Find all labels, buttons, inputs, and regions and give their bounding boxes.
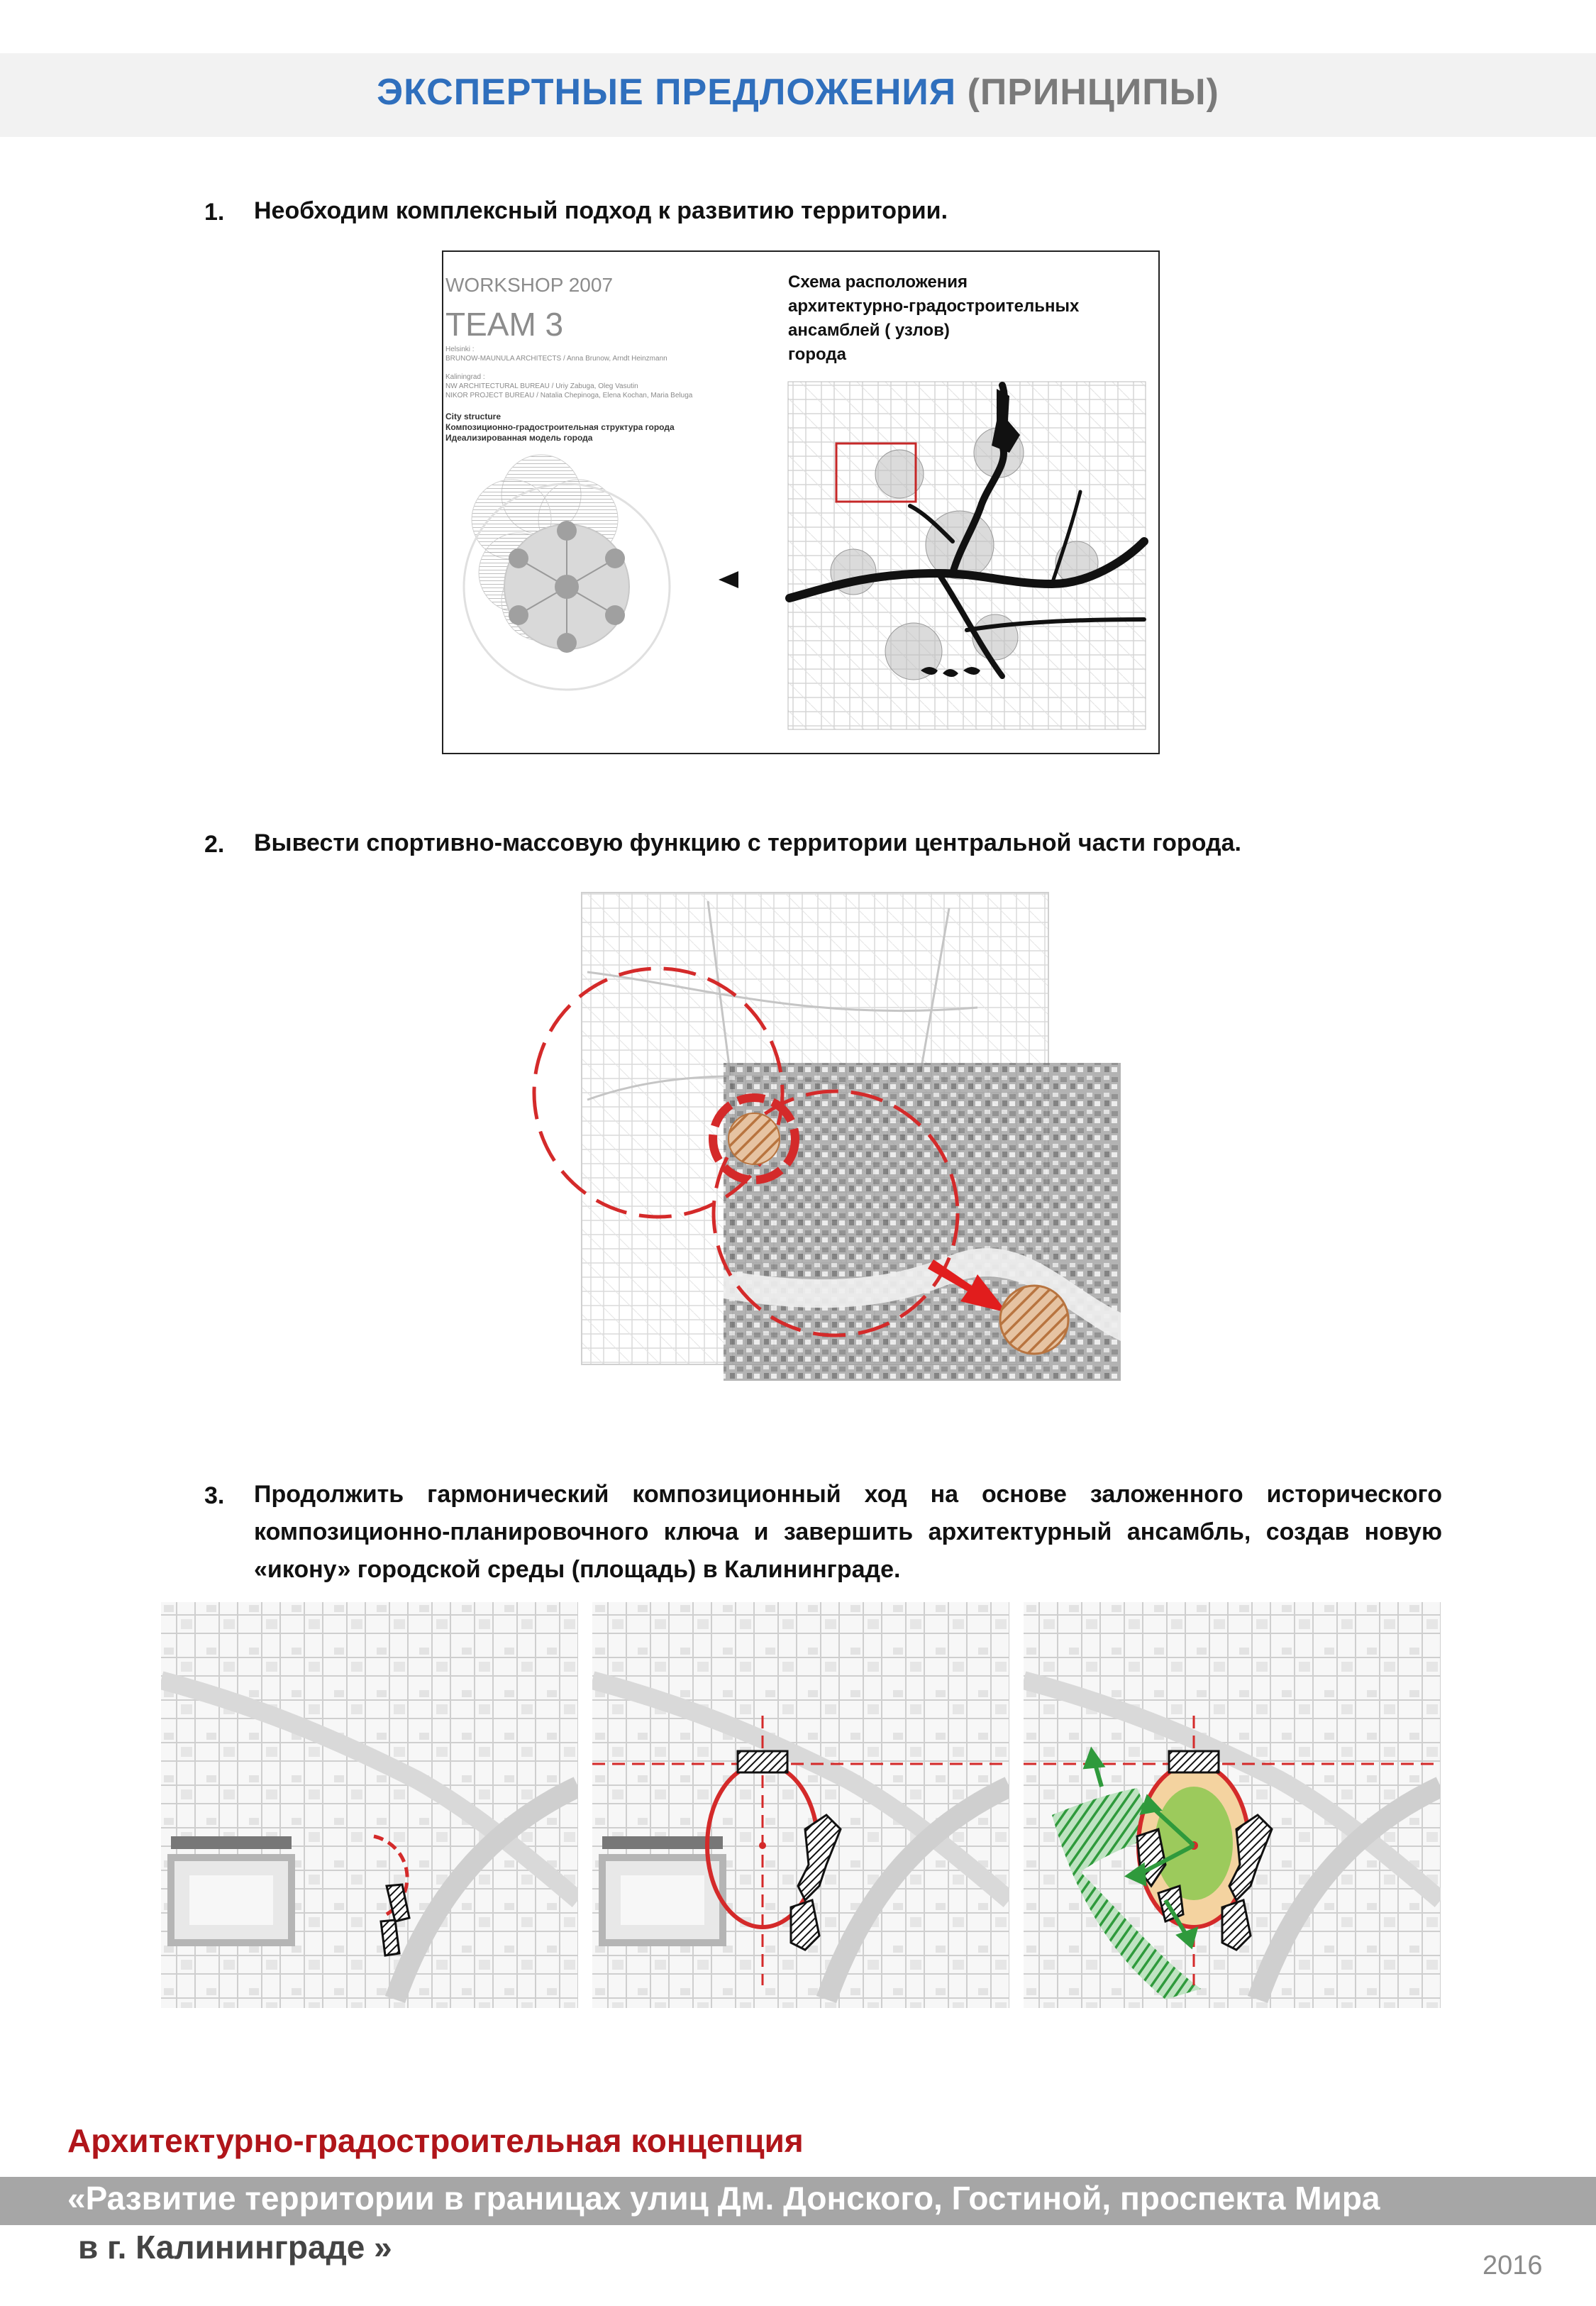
fig1-credit-line: Helsinki :	[445, 346, 475, 353]
fig1-scheme-title-line: архитектурно-градостроительных	[788, 297, 1080, 316]
fig1-structure-label: City structure	[445, 412, 501, 421]
page-title-paren: (ПРИНЦИПЫ)	[968, 72, 1219, 113]
footer-project-city: в г. Калининграде »	[78, 2228, 392, 2266]
fig1-credit-line: Kaliningrad :	[445, 373, 485, 381]
fig1-workshop-label: WORKSHOP 2007	[445, 274, 613, 296]
item-3-text: Продолжить гармонический композиционный …	[254, 1476, 1442, 1589]
figure-3-panel-2	[592, 1602, 1009, 2008]
item-2-number: 2.	[204, 831, 224, 859]
page-title: ЭКСПЕРТНЫЕ ПРЕДЛОЖЕНИЯ (ПРИНЦИПЫ)	[0, 71, 1596, 114]
fig1-team-label: TEAM 3	[445, 306, 563, 343]
footer-year: 2016	[1483, 2251, 1543, 2281]
fig1-structure-ru-1: Композиционно-градостроительная структур…	[445, 422, 675, 432]
footer-project-title: «Развитие территории в границах улиц Дм.…	[67, 2179, 1380, 2217]
figure-2-svg	[523, 887, 1130, 1391]
figure-3-panel-1	[161, 1602, 578, 2008]
fig1-scheme-title-line: города	[788, 345, 847, 364]
page-title-main: ЭКСПЕРТНЫЕ ПРЕДЛОЖЕНИЯ	[377, 72, 956, 113]
fig1-structure-ru-2: Идеализированная модель города	[445, 433, 593, 443]
footer-concept-title: Архитектурно-градостроительная концепция	[67, 2122, 804, 2160]
figure-3-panel-3	[1024, 1602, 1441, 2008]
north-building	[738, 1751, 787, 1772]
stadium-current-marker	[728, 1113, 780, 1164]
item-3-number: 3.	[204, 1482, 224, 1510]
item-1-text: Необходим комплексный подход к развитию …	[254, 192, 1446, 230]
fig1-scheme-title-line: ансамблей ( узлов)	[788, 321, 950, 340]
figure-workshop-scheme: WORKSHOP 2007 TEAM 3 Helsinki : BRUNOW-M…	[442, 250, 1160, 754]
fig1-credit-line: NW ARCHITECTURAL BUREAU / Uriy Zabuga, O…	[445, 382, 638, 390]
item-1-number: 1.	[204, 199, 224, 226]
figure-stadium-relocation	[523, 887, 1130, 1391]
panel-3-svg	[1024, 1602, 1441, 2008]
fig1-credit-line: BRUNOW-MAUNULA ARCHITECTS / Anna Brunow,…	[445, 355, 667, 363]
stadium-new-site-marker	[1000, 1286, 1068, 1354]
fig1-credit-line: NIKOR PROJECT BUREAU / Natalia Chepinoga…	[445, 392, 693, 399]
item-2-text: Вывести спортивно-массовую функцию с тер…	[254, 824, 1460, 862]
city-scheme-map	[788, 382, 1146, 729]
panel-2-svg	[592, 1602, 1009, 2008]
figure-1-svg: WORKSHOP 2007 TEAM 3 Helsinki : BRUNOW-M…	[442, 250, 1160, 754]
panel-1-svg	[161, 1602, 578, 2008]
fig1-scheme-title-line: Схема расположения	[788, 272, 968, 292]
